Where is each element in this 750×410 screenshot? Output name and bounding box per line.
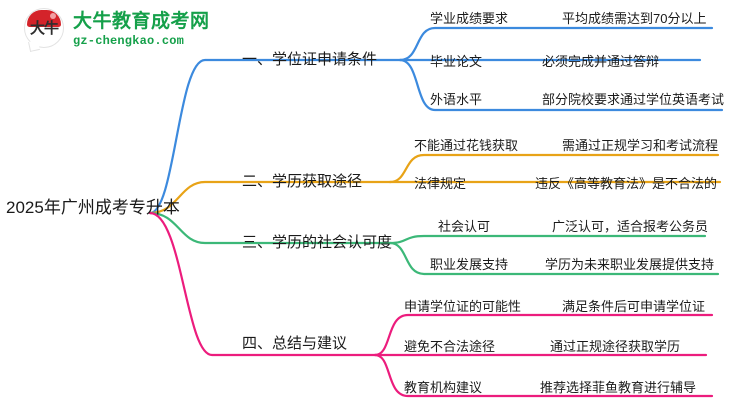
mindmap-detail-node-4-3[interactable]: 推荐选择菲鱼教育进行辅导 (540, 380, 697, 395)
logo-title: 大牛教育成考网 (73, 10, 210, 32)
logo-subtitle: gz-chengkao.com (73, 33, 185, 48)
logo-mark-glyph: 大牛 (29, 20, 59, 37)
mindmap-leaf-node-3-2[interactable]: 职业发展支持 (430, 257, 509, 272)
mindmap-leaf-node-4-1[interactable]: 申请学位证的可能性 (404, 299, 522, 314)
mindmap-detail-node-2-1[interactable]: 需通过正规学习和考试流程 (562, 138, 719, 153)
mindmap-leaf-node-3-1[interactable]: 社会认可 (438, 219, 491, 234)
mindmap-leaf-node-1-2[interactable]: 毕业论文 (430, 54, 483, 69)
mindmap-leaf-node-2-2[interactable]: 法律规定 (414, 176, 467, 191)
mindmap-root-node[interactable]: 2025年广州成考专升本 (6, 198, 180, 217)
connector-branch-3-leaf-1 (388, 234, 707, 245)
mindmap-detail-node-3-1[interactable]: 广泛认可，适合报考公务员 (552, 219, 709, 234)
mindmap-leaf-node-4-2[interactable]: 避免不合法途径 (404, 339, 496, 354)
mindmap-branch-node-4[interactable]: 四、总结与建议 (242, 335, 348, 352)
mindmap-leaf-node-4-3[interactable]: 教育机构建议 (404, 380, 483, 395)
site-logo[interactable]: 大牛 大牛教育成考网 gz-chengkao.com (24, 8, 210, 52)
mindmap-detail-node-3-2[interactable]: 学历为未来职业发展提供支持 (545, 257, 715, 272)
mindmap-branch-node-1[interactable]: 一、学位证申请条件 (242, 51, 378, 68)
bull-head-logo-icon: 大牛 (24, 8, 66, 52)
mindmap-detail-node-1-1[interactable]: 平均成绩需达到70分以上 (562, 11, 707, 26)
mindmap-detail-node-1-2[interactable]: 必须完成并通过答辩 (542, 54, 660, 69)
mindmap-leaf-node-1-1[interactable]: 学业成绩要求 (430, 11, 509, 26)
mindmap-branch-node-2[interactable]: 二、学历获取途径 (242, 173, 363, 190)
mindmap-leaf-node-1-3[interactable]: 外语水平 (430, 92, 483, 107)
mindmap-detail-node-2-2[interactable]: 违反《高等教育法》是不合法的 (535, 176, 718, 191)
mindmap-detail-node-4-1[interactable]: 满足条件后可申请学位证 (562, 299, 706, 314)
mindmap-detail-node-1-3[interactable]: 部分院校要求通过学位英语考试 (542, 92, 725, 107)
connector-root-branch-1 (148, 58, 402, 215)
mindmap-leaf-node-2-1[interactable]: 不能通过花钱获取 (414, 138, 519, 153)
mindmap-branch-node-3[interactable]: 三、学历的社会认可度 (242, 234, 393, 251)
mindmap-detail-node-4-2[interactable]: 通过正规途径获取学历 (550, 339, 681, 354)
